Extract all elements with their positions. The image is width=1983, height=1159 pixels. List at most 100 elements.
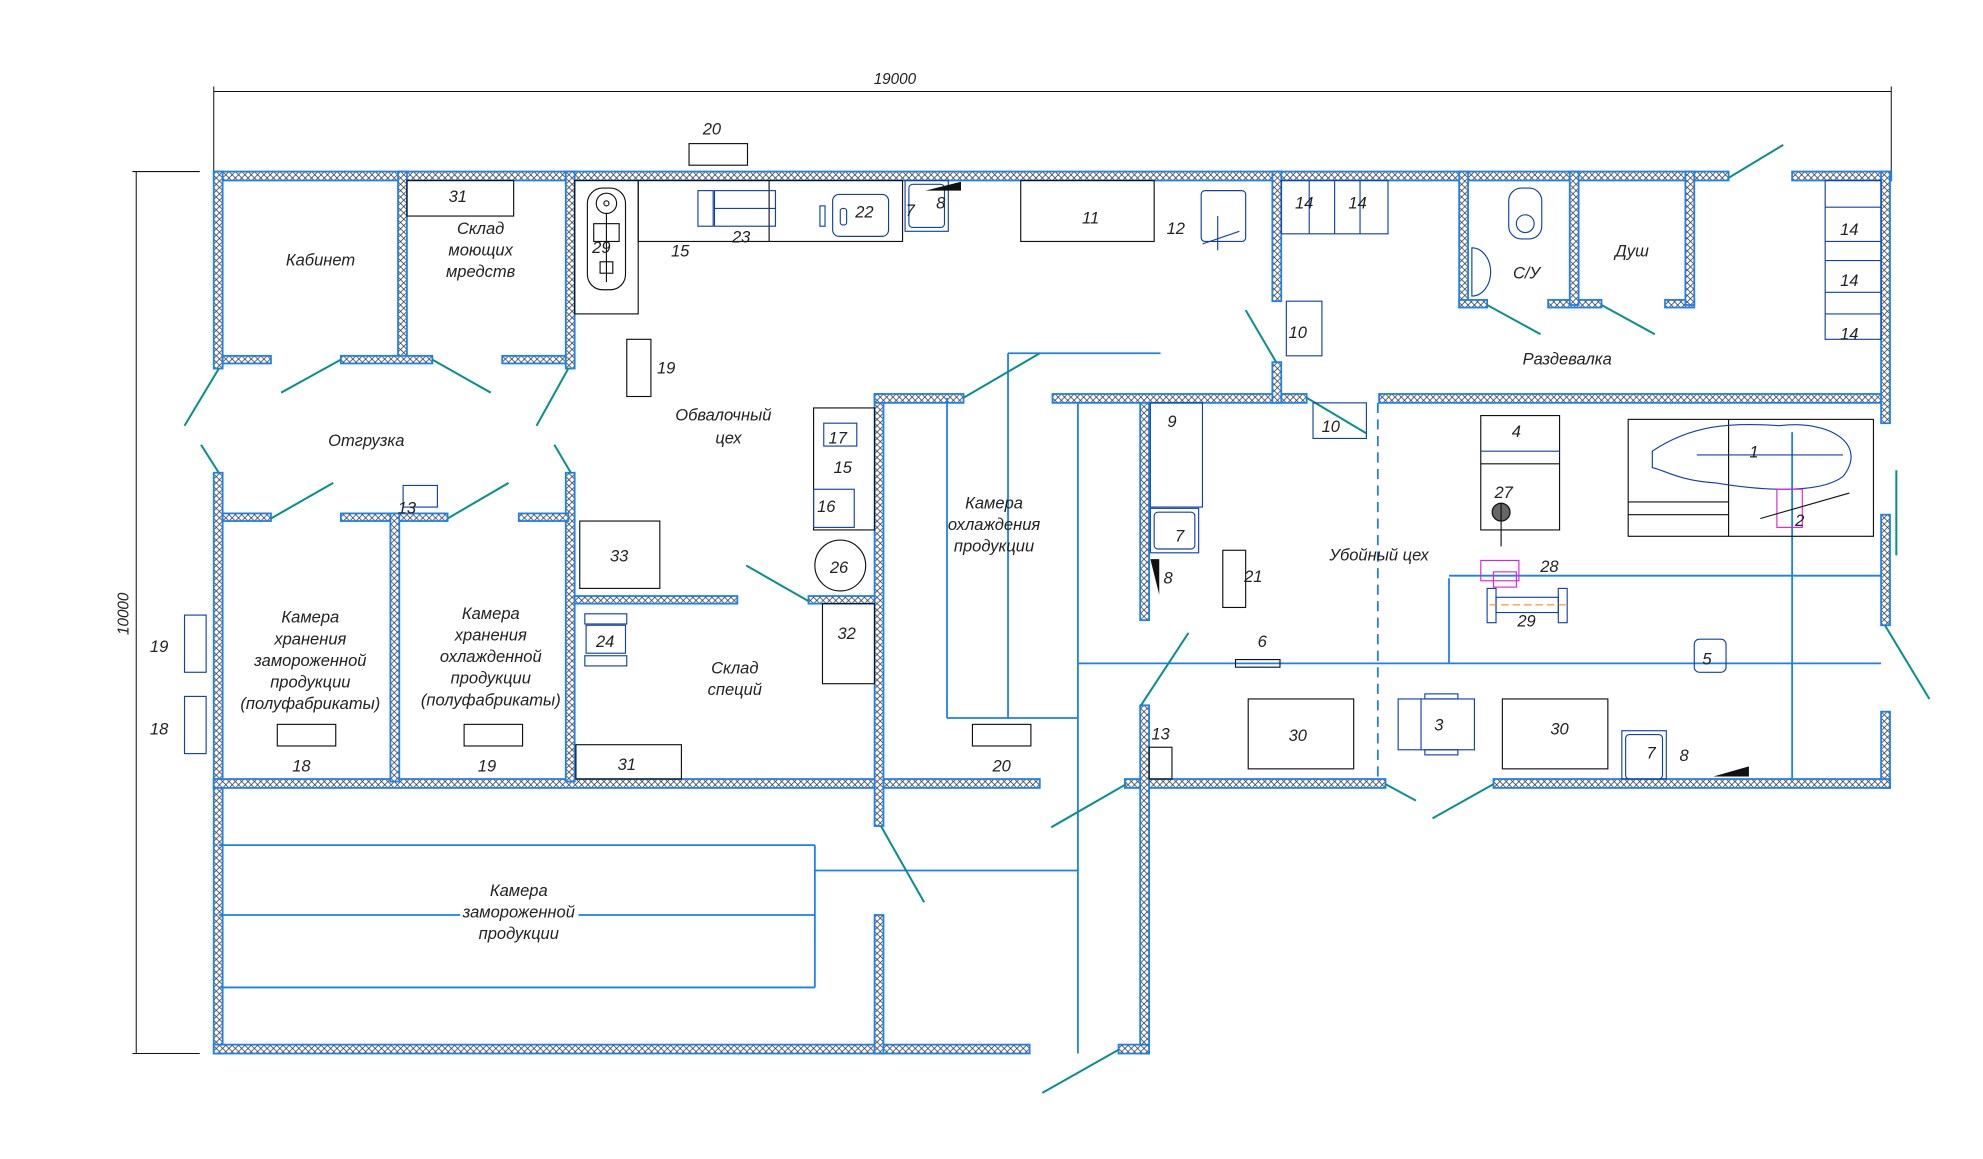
equipment-18	[276, 723, 337, 747]
room-label-line: продукции	[954, 537, 1034, 556]
room-label-line: (полуфабрикаты)	[240, 694, 380, 713]
wall-segment	[1117, 1043, 1150, 1055]
wall-segment	[1880, 710, 1891, 789]
equipment-13-lower	[1148, 746, 1173, 780]
room-label-line: охлажденной	[440, 647, 542, 666]
wall-segment	[1458, 170, 1469, 306]
wall-segment	[1880, 170, 1891, 425]
lockers-14-top	[1280, 179, 1389, 235]
wall-segment	[1271, 170, 1283, 303]
equipment-17	[823, 422, 858, 447]
room-label-otgruzka: Отгрузка	[328, 431, 404, 450]
equipment-number: 29	[591, 238, 610, 257]
door-swing[interactable]	[553, 444, 572, 474]
door-swing[interactable]	[745, 564, 810, 602]
equipment-number: 3	[1434, 716, 1444, 735]
door-swing[interactable]	[880, 825, 926, 903]
sink-7-icon	[1149, 507, 1200, 554]
door-swing[interactable]	[270, 482, 334, 520]
equipment-15-cabinet	[813, 407, 876, 531]
sink-7-top-icon	[904, 179, 949, 232]
equipment-20-top	[688, 143, 749, 166]
door-swing[interactable]	[447, 482, 510, 520]
door-swing[interactable]	[1601, 304, 1656, 336]
equipment-26	[814, 539, 867, 592]
equipment-number: 22	[854, 202, 873, 221]
equipment-2-icon	[1776, 488, 1803, 528]
door-swing[interactable]	[1728, 144, 1784, 179]
toilet-icon	[1508, 187, 1543, 240]
equipment-number: 29	[1516, 612, 1535, 631]
door-swing[interactable]	[431, 358, 492, 394]
equipment-31-top	[406, 179, 515, 217]
wall-segment	[873, 393, 885, 827]
equipment	[183, 143, 1882, 780]
equipment-31-bottom	[575, 744, 682, 780]
wall-segment	[807, 595, 876, 605]
equipment-13-otgruzka	[402, 484, 438, 508]
equipment-number: 19	[657, 359, 675, 378]
door-swing[interactable]	[1431, 783, 1494, 820]
equipment-8-icon	[1150, 559, 1160, 595]
equipment-number: 9	[1167, 412, 1176, 431]
equipment-number: 15	[834, 458, 853, 477]
door-swing[interactable]	[1041, 1048, 1120, 1094]
equipment-32	[821, 603, 876, 685]
equipment-33	[579, 520, 661, 589]
dimension-height-label: 10000	[116, 592, 133, 635]
door-swing[interactable]	[1884, 624, 1931, 700]
door-swing[interactable]	[183, 368, 220, 427]
room-label-line: замороженной	[462, 903, 575, 922]
room-label-line: продукции	[479, 924, 559, 943]
door-swing[interactable]	[1306, 396, 1367, 435]
room-label-line: продукции	[451, 669, 531, 688]
equipment-1-carcass	[1627, 418, 1875, 537]
equipment-8-top-icon	[925, 181, 961, 191]
door-swing[interactable]	[1384, 783, 1417, 802]
wall-segment	[212, 170, 224, 370]
wall-segment	[873, 393, 965, 404]
door-swing[interactable]	[1486, 304, 1541, 336]
equipment-number: 14	[1840, 220, 1858, 239]
equipment-number: 19	[150, 637, 168, 656]
room-label-line: (полуфабрикаты)	[421, 690, 561, 709]
wall-segment	[1051, 393, 1308, 404]
equipment-number: 27	[1493, 483, 1513, 502]
door-swing[interactable]	[963, 352, 1041, 399]
door-swing[interactable]	[535, 368, 570, 427]
room-label-line: Камера	[490, 881, 548, 900]
room-label-line: Склад	[457, 219, 504, 238]
equipment-number: 7	[906, 201, 916, 220]
partition-lines	[218, 352, 1882, 1054]
equipment-29-icon	[1486, 587, 1568, 624]
equipment-number: 15	[671, 242, 690, 261]
equipment-24-icon	[584, 613, 628, 667]
door-swing[interactable]	[1050, 783, 1127, 829]
equipment-number: 24	[595, 632, 614, 651]
wall-segment	[1139, 704, 1150, 1055]
door-swing[interactable]	[1139, 632, 1190, 708]
equipment-number: 14	[1840, 271, 1858, 290]
room-label-uboyny: Убойный цех	[1328, 545, 1429, 564]
wall-segment	[1124, 778, 1387, 789]
door-swing[interactable]	[200, 444, 220, 474]
machine-22-icon	[819, 193, 890, 237]
wall-segment	[1139, 401, 1150, 622]
equipment-number: 2	[1794, 511, 1804, 530]
wall-segment	[1378, 393, 1882, 404]
room-label-razdevalka: Раздевалка	[1523, 350, 1612, 369]
door-swing[interactable]	[280, 358, 342, 394]
room-label-line: Обвалочный	[675, 406, 771, 425]
room-label-kabinet: Кабинет	[286, 251, 355, 270]
equipment-21	[1222, 549, 1247, 609]
room-label-dush: Душ	[1613, 242, 1649, 261]
equipment-number: 21	[1243, 567, 1262, 586]
room-label-line: С/У	[1513, 263, 1542, 282]
door-swing[interactable]	[1244, 309, 1278, 363]
equipment-19-outside	[183, 614, 207, 673]
wall-segment	[1568, 170, 1580, 306]
